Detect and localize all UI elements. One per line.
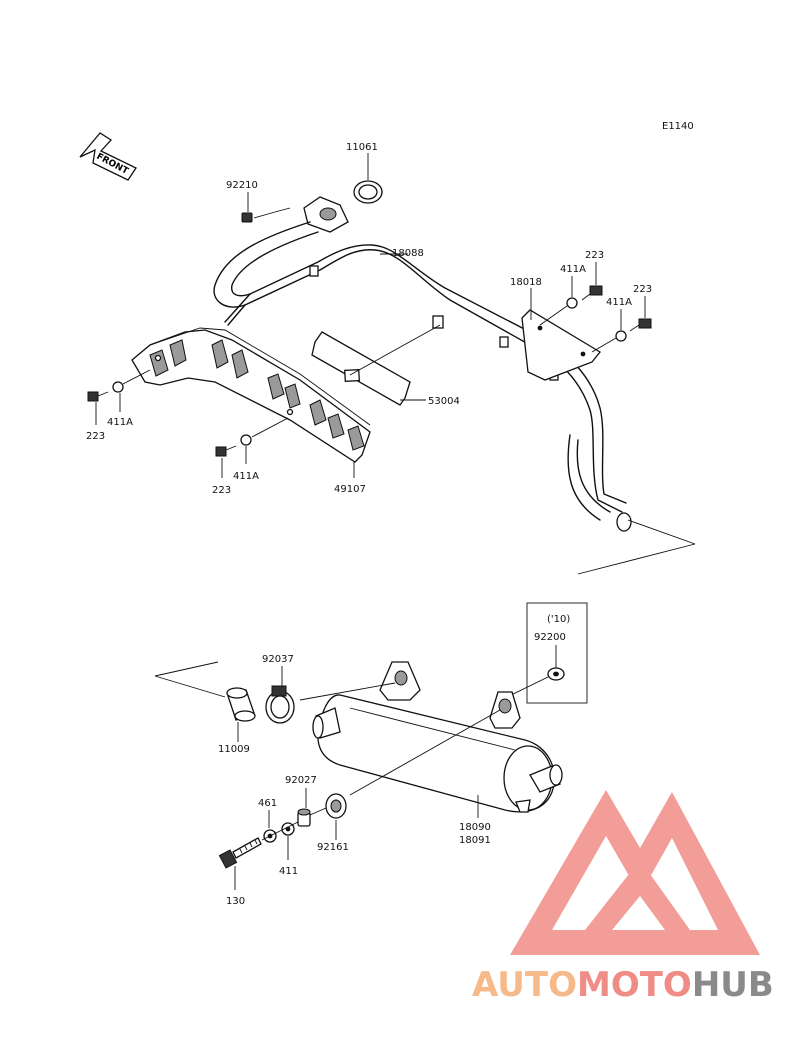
- collar-92027: [297, 808, 311, 827]
- watermark-triangle-inner: [585, 860, 690, 930]
- watermark-word-auto: AUTO: [472, 965, 577, 1005]
- washer-411A-a: [566, 297, 578, 309]
- heat-shield-49107: [131, 327, 371, 463]
- callout-92161: 92161: [317, 842, 349, 853]
- washer-411A-c: [112, 381, 124, 393]
- callout-53004: 53004: [428, 396, 460, 407]
- callout-461: 461: [258, 798, 277, 809]
- clamp-92037: [265, 685, 295, 724]
- leader-muffler-b: [349, 709, 501, 796]
- connector-upper-a: [627, 519, 696, 545]
- bolt-223-b: [629, 318, 652, 332]
- connector-lower-b: [154, 675, 226, 698]
- watermark-word-moto: MOTO: [577, 965, 692, 1005]
- washer-411A-b: [615, 330, 627, 342]
- callout-92200: 92200: [534, 632, 566, 643]
- callout-411A-a: 411A: [560, 264, 586, 275]
- connector-upper-b: [577, 543, 696, 575]
- bolt-223-a: [581, 285, 603, 301]
- callout-92037: 92037: [262, 654, 294, 665]
- leader-muffler-a: [299, 682, 396, 701]
- bolt-223-d: [215, 445, 237, 457]
- leader-92210-c: [274, 207, 291, 213]
- leader-411A-d-2: [251, 417, 289, 438]
- muffler-18090: [312, 661, 563, 813]
- connector-lower-a: [154, 661, 219, 677]
- watermark-text: AUTOMOTOHUB: [472, 965, 774, 1005]
- bracket-18018: [521, 309, 601, 381]
- leader-130-b: [261, 821, 299, 841]
- callout-year: ('10): [547, 614, 570, 625]
- leader-411A-a-2: [539, 305, 568, 326]
- callout-92027: 92027: [285, 775, 317, 786]
- sleeve-11009: [226, 687, 256, 722]
- grommet-92161: [325, 793, 347, 819]
- callout-223-c: 223: [86, 431, 105, 442]
- front-arrow-icon: FRONT: [79, 132, 137, 181]
- washer-411A-d: [240, 434, 252, 446]
- watermark-logo: [510, 790, 760, 955]
- callout-92210: 92210: [226, 180, 258, 191]
- leader-130-c: [309, 807, 327, 816]
- callout-11009: 11009: [218, 744, 250, 755]
- callout-11061: 11061: [346, 142, 378, 153]
- leader-92210-b: [253, 211, 276, 219]
- year-box: [526, 602, 588, 704]
- callout-130: 130: [226, 896, 245, 907]
- leader-53004-2: [349, 324, 441, 376]
- bolt-223-c: [87, 391, 109, 402]
- watermark-word-hub: HUB: [692, 965, 774, 1005]
- callout-223-a: 223: [585, 250, 604, 261]
- callout-411A-d: 411A: [233, 471, 259, 482]
- callout-223-b: 223: [633, 284, 652, 295]
- bolt-130: [218, 837, 262, 869]
- callout-411: 411: [279, 866, 298, 877]
- callout-411A-c: 411A: [107, 417, 133, 428]
- leader-411A-b-2: [591, 337, 617, 353]
- diagram-code: E1140: [662, 121, 694, 132]
- callout-223-d: 223: [212, 485, 231, 496]
- callout-49107: 49107: [334, 484, 366, 495]
- callout-18088: 18088: [392, 248, 424, 259]
- nut-92210: [241, 212, 253, 223]
- callout-411A-b: 411A: [606, 297, 632, 308]
- callout-18018: 18018: [510, 277, 542, 288]
- gasket-11061: [353, 180, 383, 204]
- callout-18091: 18091: [459, 835, 491, 846]
- leader-411A-c-2: [122, 369, 151, 385]
- callout-18090: 18090: [459, 822, 491, 833]
